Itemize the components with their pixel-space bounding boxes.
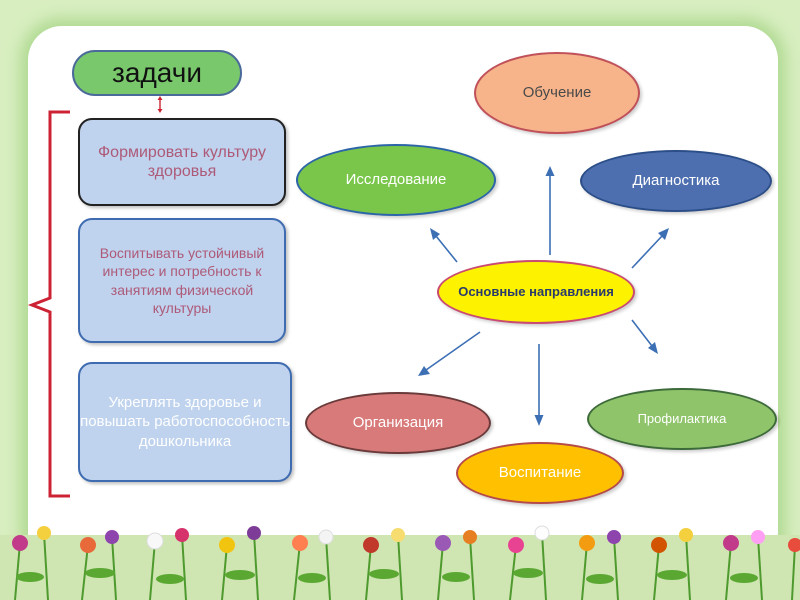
flower-border-decoration bbox=[0, 515, 800, 600]
arrow-to-vospitanie bbox=[534, 344, 544, 426]
arrow-to-profilaktika bbox=[631, 319, 658, 354]
flower-border-art bbox=[0, 525, 800, 600]
task-box-interest: Воспитывать устойчивый интерес и потребн… bbox=[78, 218, 286, 343]
oval-obuchenie: Обучение bbox=[474, 52, 640, 134]
arrow-to-issledovanie bbox=[430, 228, 458, 263]
title-connector-arrow bbox=[157, 96, 163, 113]
oval-organizaciya: Организация bbox=[305, 392, 491, 454]
arrow-to-obuchenie bbox=[545, 166, 555, 255]
oval-diagnostika: Диагностика bbox=[580, 150, 772, 212]
task-box-health: Укреплять здоровье и повышать работоспос… bbox=[78, 362, 292, 482]
arrow-to-organizaciya bbox=[418, 331, 481, 376]
task-bracket bbox=[27, 110, 70, 498]
center-oval-main-directions: Основные направления bbox=[437, 260, 635, 324]
task-box-culture: Формировать культуру здоровья bbox=[78, 118, 286, 206]
oval-vospitanie: Воспитание bbox=[456, 442, 624, 504]
oval-issledovanie: Исследование bbox=[296, 144, 496, 216]
tasks-title-pill: задачи bbox=[72, 50, 242, 96]
oval-profilaktika: Профилактика bbox=[587, 388, 777, 450]
arrow-to-diagnostika bbox=[631, 228, 669, 269]
